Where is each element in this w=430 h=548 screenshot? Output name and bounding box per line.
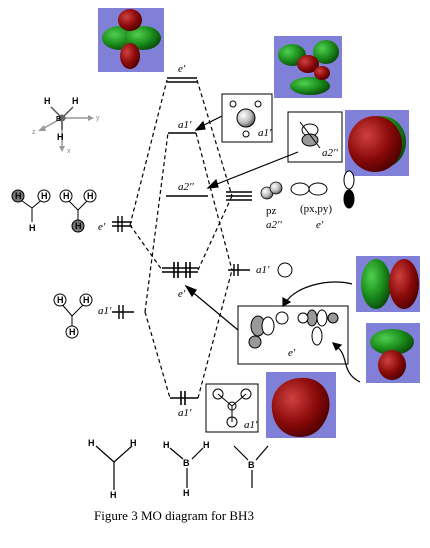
label-a1-antibonding: a1' — [178, 119, 192, 131]
axis-x-label: x — [67, 148, 71, 155]
label-e-bonding: e' — [178, 288, 186, 300]
h3-e2-h-b: H — [87, 191, 94, 201]
box-a2-label: a2'' — [322, 147, 338, 159]
label-pz-sym: a2'' — [266, 219, 282, 231]
orbital-render-a1-antibonding — [274, 36, 342, 98]
correlation-lines — [129, 79, 233, 399]
box-e-bonding — [237, 305, 349, 365]
axes-legend: H H H B y z x — [32, 96, 100, 155]
h3-a1-orbital: H H H — [53, 293, 93, 339]
bottom-b-b: B — [248, 460, 255, 470]
p-orbitals-icon — [260, 170, 355, 209]
bottom-b — [233, 445, 269, 488]
axis-y-label: y — [96, 115, 100, 122]
bottom-h3-h1: H — [88, 438, 95, 448]
mo-levels — [162, 77, 208, 405]
bottom-bh3-h2: H — [203, 440, 210, 450]
bottom-h3 — [95, 445, 133, 490]
h3-a1-level — [112, 305, 134, 319]
bottom-h3-h2: H — [130, 438, 137, 448]
label-a2-nonbonding: a2'' — [178, 181, 194, 193]
bottom-h3-h3: H — [110, 490, 117, 500]
box-a1-bonding — [205, 383, 259, 433]
h3-e1-h-c: H — [29, 223, 36, 233]
box-e-label: e' — [288, 347, 296, 359]
h3-a1-h-a: H — [57, 295, 64, 305]
axes-h2: H — [72, 96, 79, 106]
figure-caption: Figure 3 MO diagram for BH3 — [94, 508, 254, 523]
h3-e-orbital-1: H H H — [11, 189, 51, 233]
arrows — [184, 115, 361, 383]
label-h3-a1: a1' — [98, 305, 112, 317]
h3-a1-h-c: H — [69, 327, 76, 337]
h3-e2-h-c: H — [75, 221, 82, 231]
label-pxpy: (px,py) — [300, 203, 332, 215]
label-boron-s: a1' — [256, 264, 270, 276]
axis-z-label: z — [32, 129, 36, 136]
box-a1-anti-label: a1' — [258, 127, 272, 139]
box-a1-antibonding — [221, 93, 273, 143]
label-a1-bonding: a1' — [178, 407, 192, 419]
label-e-antibonding: e' — [178, 63, 186, 75]
bottom-bh3 — [169, 447, 204, 488]
orbital-render-e-bonding-1 — [356, 256, 420, 312]
bottom-bh3-b: B — [183, 458, 190, 468]
box-a2 — [287, 111, 343, 163]
orbital-render-a2 — [345, 110, 409, 176]
label-pz: pz — [266, 205, 277, 217]
s-orbital-icon — [277, 262, 293, 278]
h3-e2-h-a: H — [63, 191, 70, 201]
axes-h3: H — [57, 132, 64, 142]
axes-b: B — [56, 116, 61, 123]
label-h3-e: e' — [98, 221, 106, 233]
bottom-bh3-h1: H — [163, 440, 170, 450]
h3-e1-h-a: H — [15, 191, 22, 201]
h3-e-level — [112, 216, 132, 232]
orbital-render-a1-bonding — [266, 372, 336, 438]
h3-e1-h-b: H — [41, 191, 48, 201]
label-pxpy-sym: e' — [316, 219, 324, 231]
orbital-render-e-bonding-2 — [366, 323, 420, 383]
orbital-render-e-antibonding — [98, 8, 164, 72]
box-a1-bond-label: a1' — [244, 419, 258, 431]
h3-a1-h-b: H — [83, 295, 90, 305]
axes-h1: H — [44, 96, 51, 106]
boron-levels — [226, 191, 252, 276]
bottom-bh3-h3: H — [183, 488, 190, 498]
h3-e-orbital-2: H H H — [59, 189, 97, 233]
